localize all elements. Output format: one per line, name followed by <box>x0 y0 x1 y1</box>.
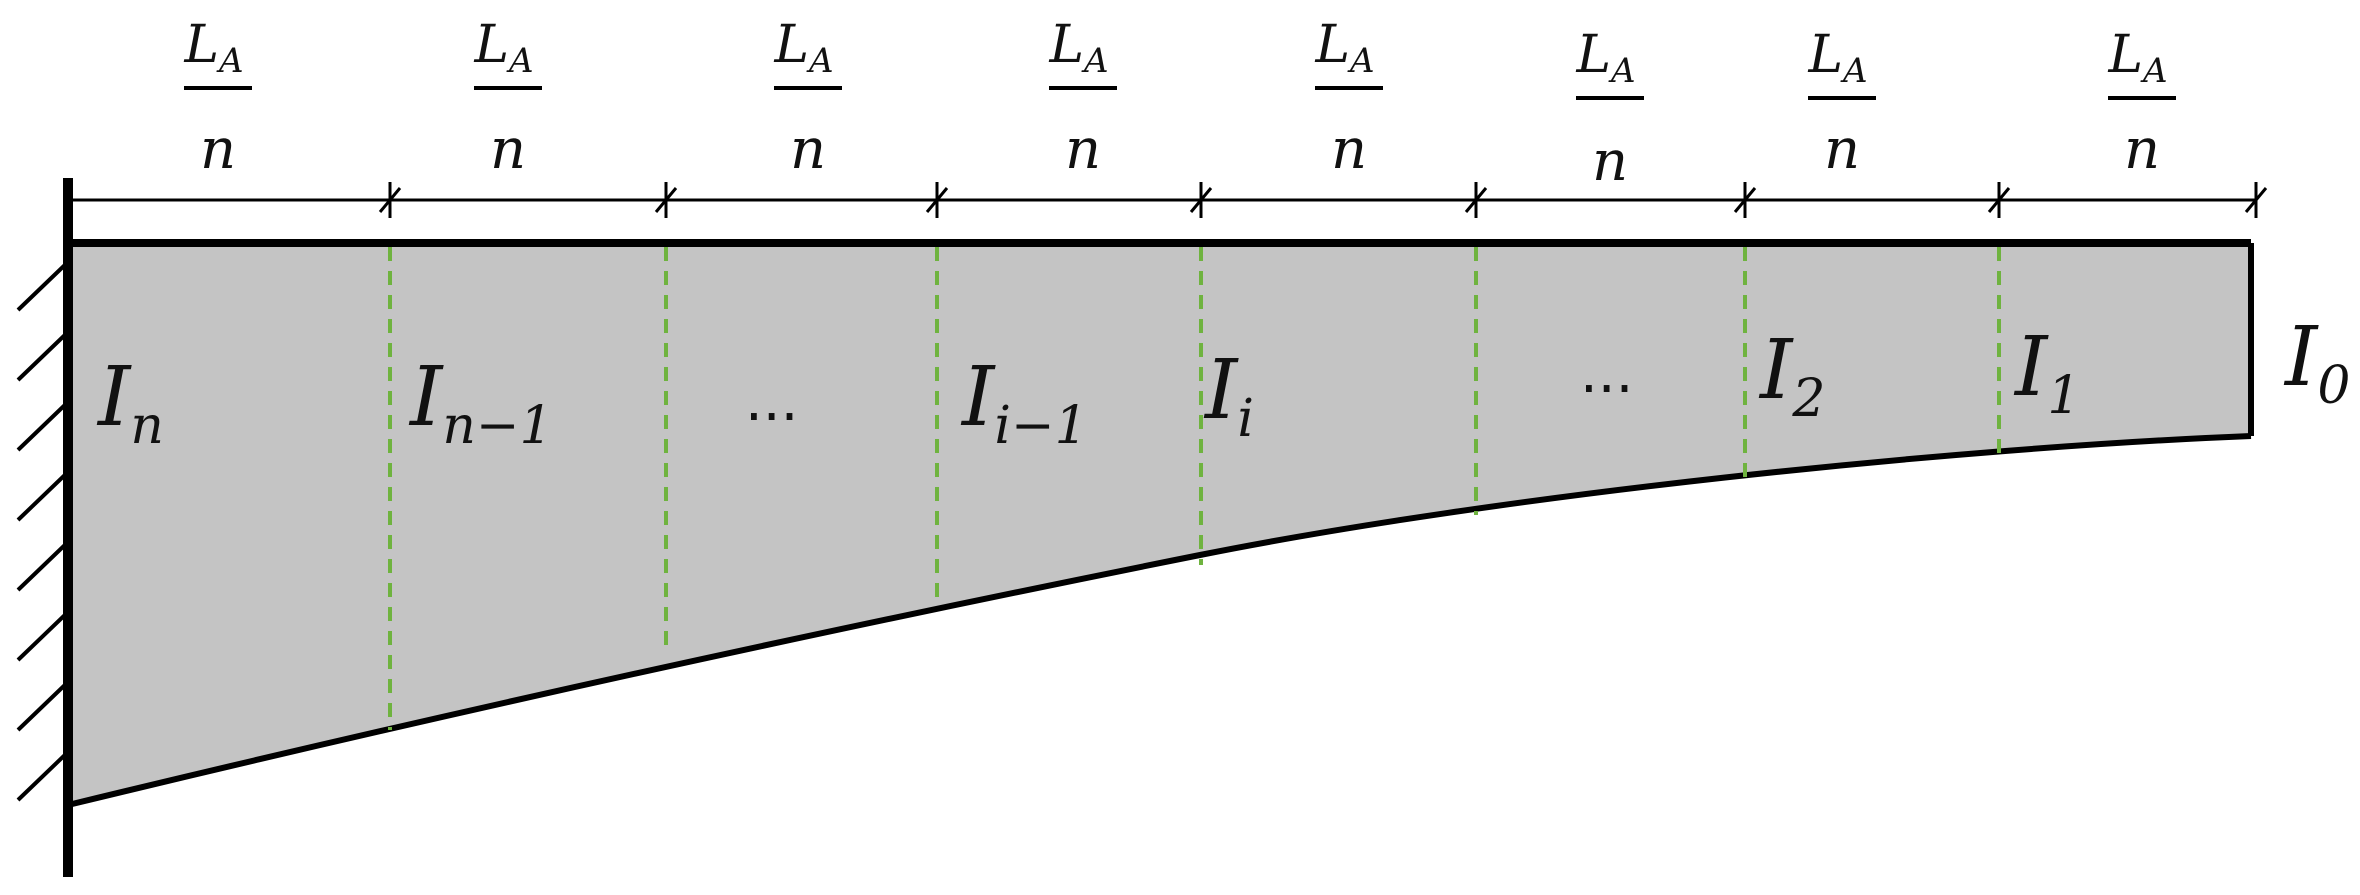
dimension-labels: LA n LA n LA n LA n LA n LA n LA n LA n <box>183 15 2176 194</box>
segment-label-4: Ii−1 <box>960 350 1088 456</box>
fraction-numerator: LA <box>2107 25 2167 91</box>
segment-ellipsis: ... <box>745 369 798 434</box>
fraction-denominator: n <box>1592 129 1628 194</box>
dimension-label-4: LA n <box>1048 15 1117 182</box>
dimension-label-1: LA n <box>183 15 252 182</box>
fraction-denominator: n <box>790 117 826 182</box>
fraction-denominator: n <box>2124 117 2160 182</box>
dimension-line <box>68 182 2268 218</box>
fraction-numerator: LA <box>1807 25 1867 91</box>
dimension-label-5: LA n <box>1314 15 1383 182</box>
dimension-label-6: LA n <box>1575 25 1644 194</box>
fraction-numerator: LA <box>183 15 243 81</box>
fraction-numerator: LA <box>773 15 833 81</box>
fixed-support-hatching <box>16 260 70 802</box>
fraction-denominator: n <box>200 117 236 182</box>
dimension-label-8: LA n <box>2107 25 2176 182</box>
fraction-denominator: n <box>1824 117 1860 182</box>
segment-label-7: I2 <box>1758 323 1826 429</box>
fraction-denominator: n <box>490 117 526 182</box>
segment-label-5: Ii <box>1203 343 1254 449</box>
dimension-label-3: LA n <box>773 15 842 182</box>
beam-body <box>68 243 2251 805</box>
segment-ellipsis: ... <box>1580 341 1633 406</box>
segment-label-8: I1 <box>2013 320 2081 426</box>
segment-labels: In In−1... Ii−1 Ii... I2 I1 <box>96 320 2081 456</box>
fraction-numerator: LA <box>1048 15 1108 81</box>
fraction-numerator: LA <box>1575 25 1635 91</box>
segment-dividers <box>388 247 2001 730</box>
fraction-denominator: n <box>1331 117 1367 182</box>
end-label-i0: I0 <box>2283 310 2351 416</box>
fraction-numerator: LA <box>473 15 533 81</box>
segment-label-2: In−1 <box>408 350 553 456</box>
beam-bottom-edge <box>67 433 2252 808</box>
segment-label-1: In <box>96 350 164 456</box>
fraction-denominator: n <box>1065 117 1101 182</box>
dimension-label-2: LA n <box>473 15 542 182</box>
fraction-numerator: LA <box>1314 15 1374 81</box>
dimension-label-7: LA n <box>1807 25 1876 182</box>
